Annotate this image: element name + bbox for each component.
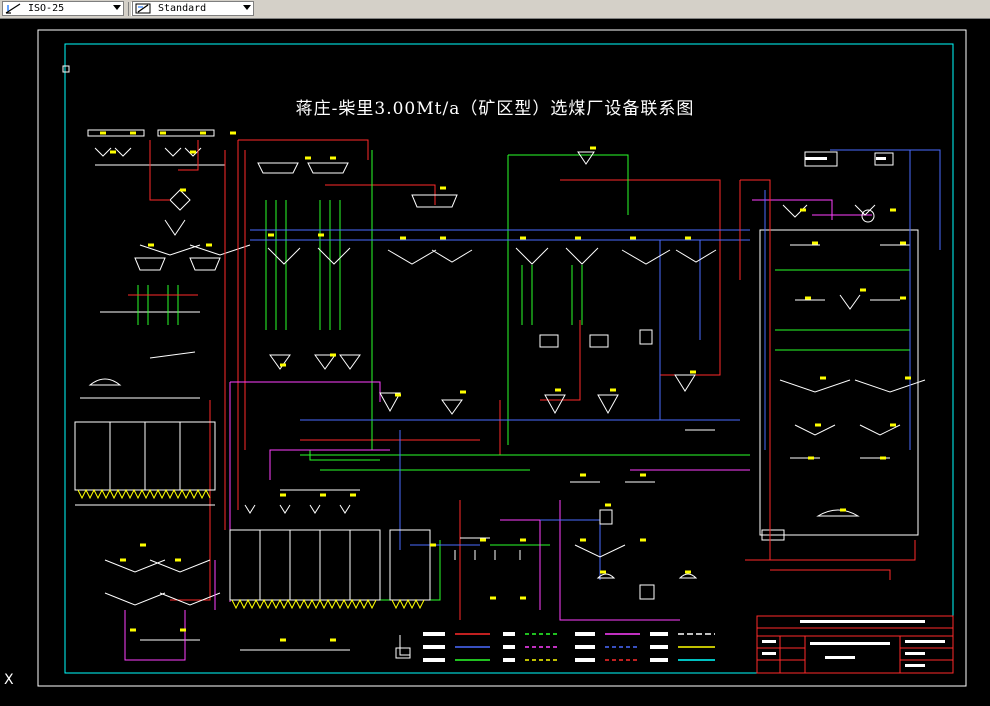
drawing-graphics [37,29,967,687]
inner-frame [64,43,954,674]
dimension-style-dropdown[interactable]: ISO-25 [2,1,124,16]
chevron-down-icon[interactable] [243,5,251,10]
text-style-icon [135,3,151,14]
drawing-canvas[interactable]: 蒋庄-柴里3.00Mt/a（矿区型）选煤厂设备联系图 [0,18,990,706]
ucs-axis-icon: X [4,672,14,688]
text-style-value: Standard [158,3,207,14]
title-block [756,615,954,674]
outer-frame [37,29,967,687]
toolbar-separator [128,2,132,16]
dimension-style-value: ISO-25 [28,3,65,14]
drawing-title: 蒋庄-柴里3.00Mt/a（矿区型）选煤厂设备联系图 [295,99,695,119]
crosshair-cursor [62,65,70,73]
equipment-diagram [74,129,954,674]
dimension-style-icon [5,3,21,14]
chevron-down-icon[interactable] [113,5,121,10]
cad-toolbar: ISO-25 Standard [0,0,990,19]
text-style-dropdown[interactable]: Standard [132,1,254,16]
